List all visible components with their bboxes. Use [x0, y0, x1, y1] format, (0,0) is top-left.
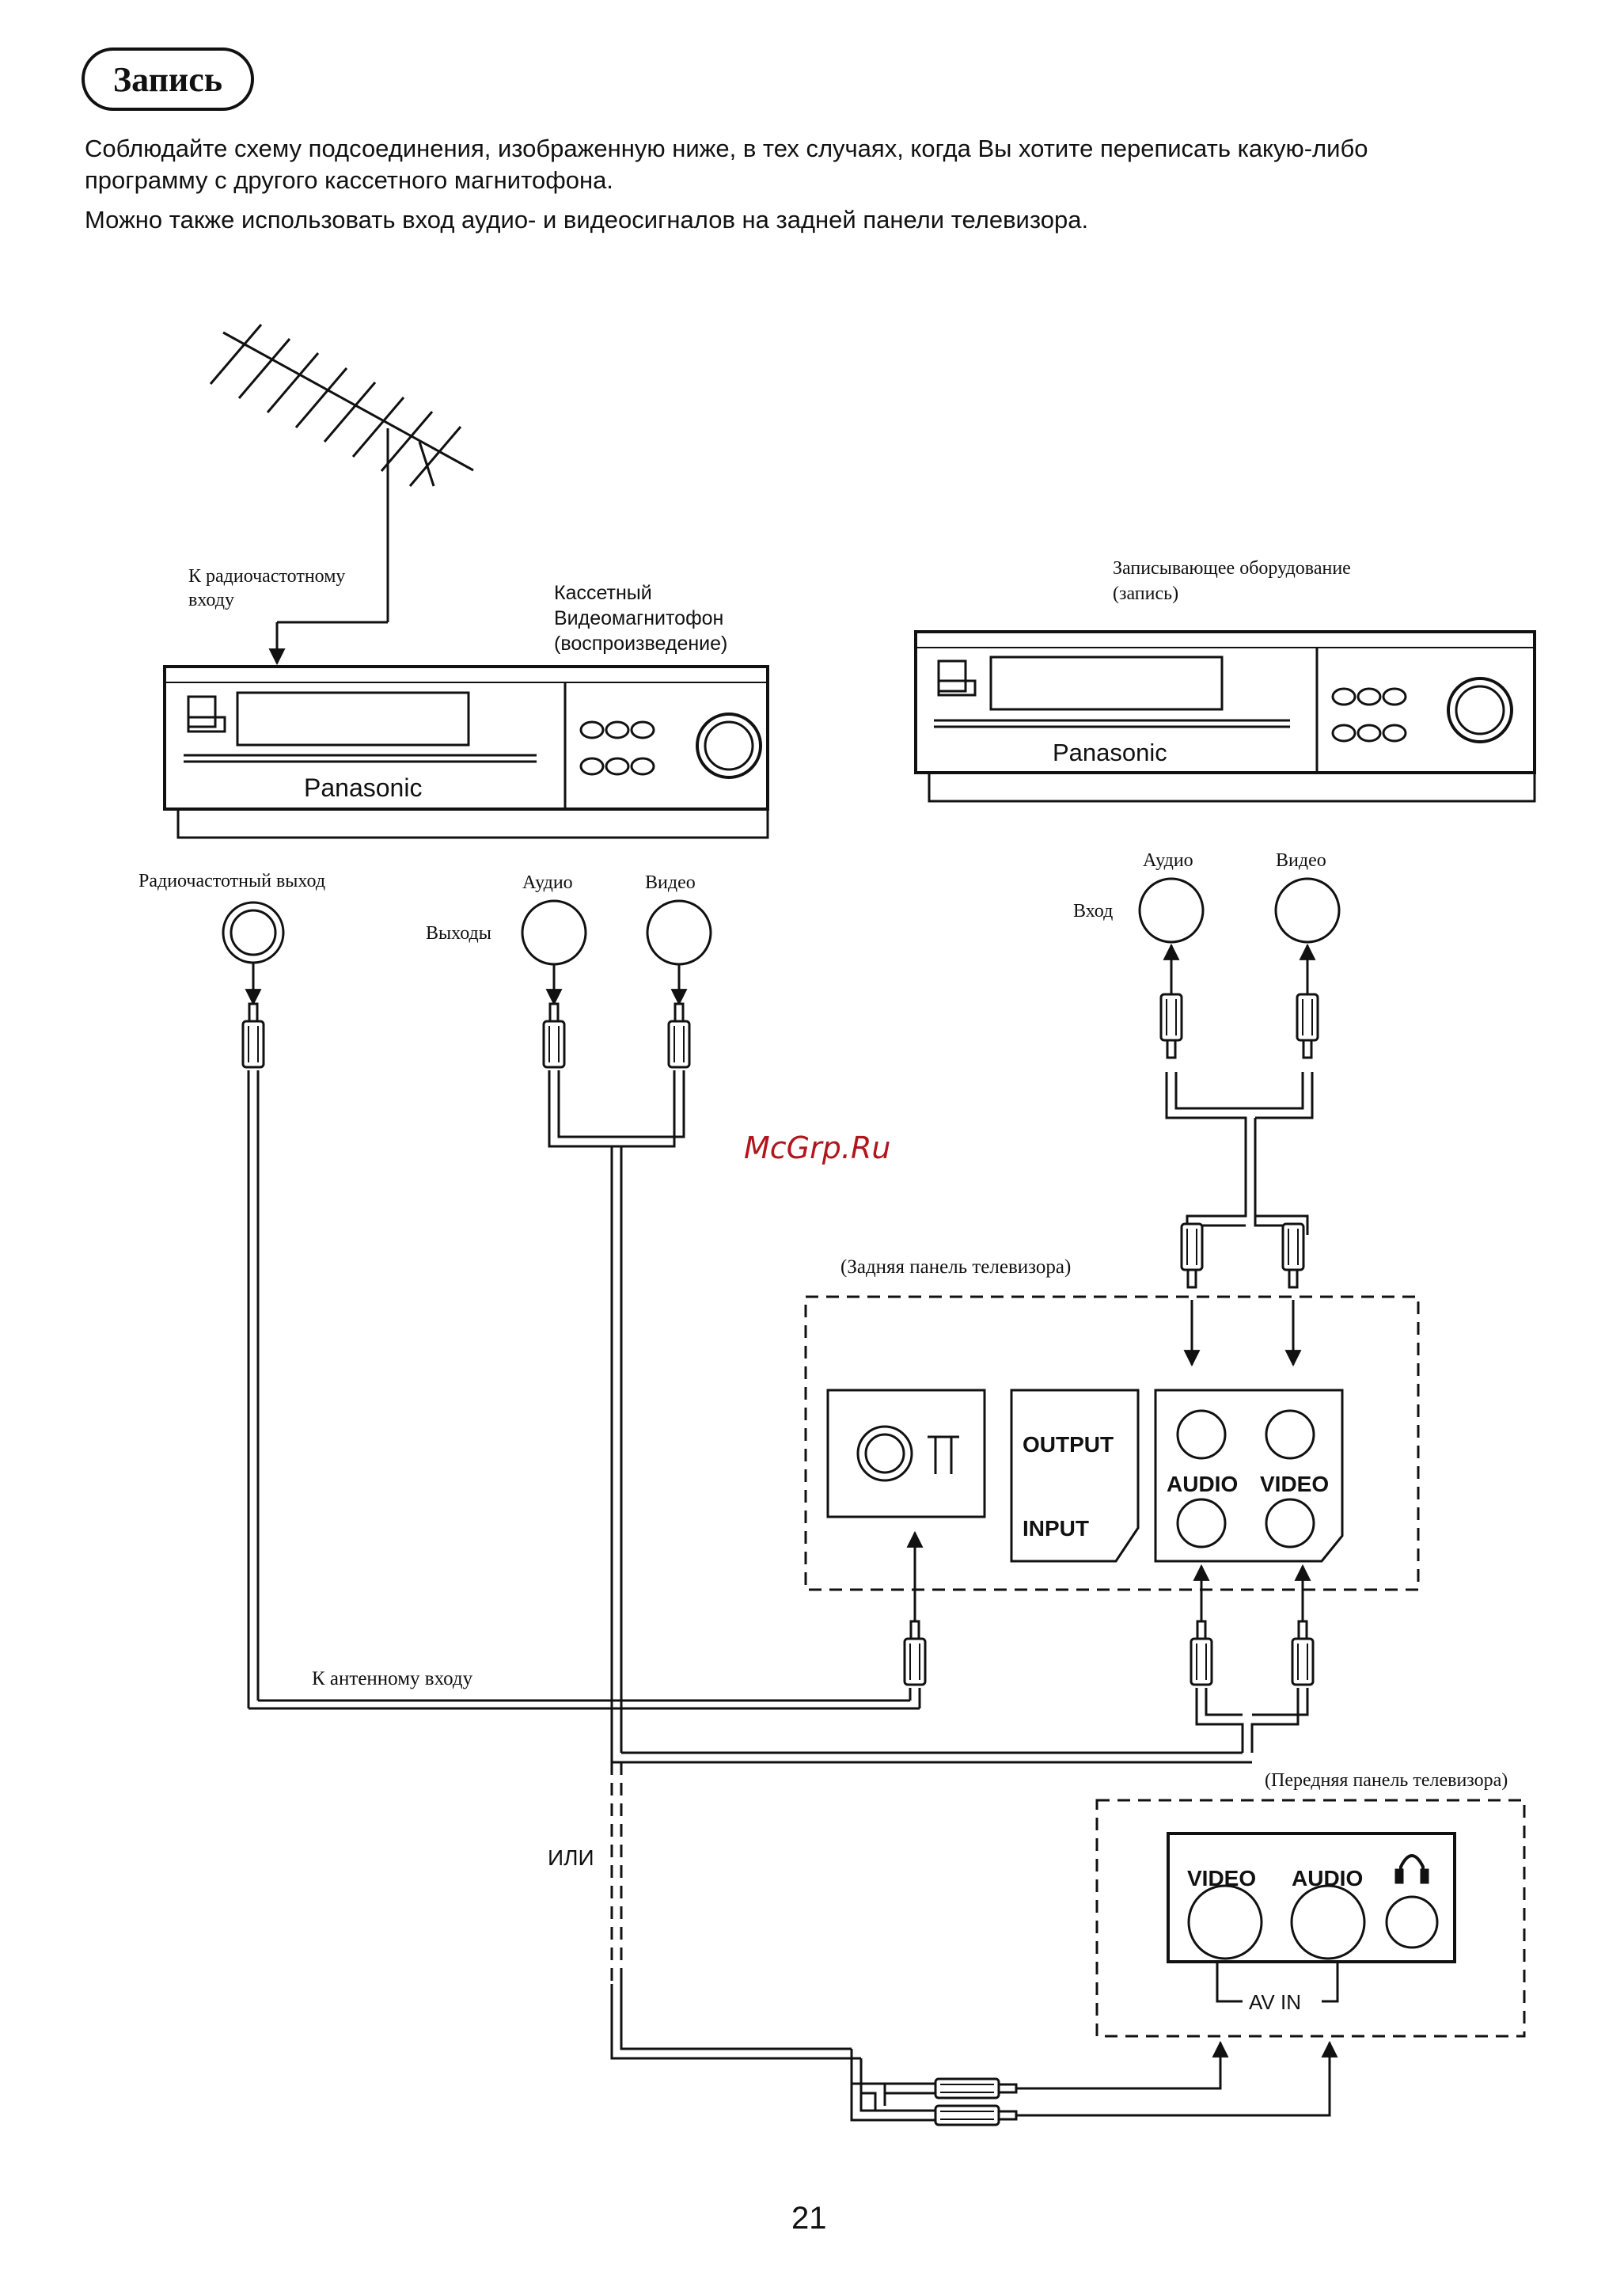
- page-title: Запись: [82, 48, 254, 111]
- label-to-rf-input-2: входу: [188, 590, 234, 610]
- label-av-in: AV IN: [1249, 1990, 1301, 2014]
- label-outputs: Выходы: [426, 923, 491, 944]
- label-rf-output: Радиочастотный выход: [138, 871, 325, 891]
- rca-plug-icon: [1190, 1620, 1213, 1686]
- label-output-en: OUTPUT: [1023, 1432, 1114, 1457]
- rca-plug-icon: [934, 2077, 1018, 2100]
- brand-logo-recorder: Panasonic: [1053, 739, 1167, 766]
- antenna-icon: [209, 324, 474, 666]
- watermark: McGrp.Ru: [744, 1130, 891, 1165]
- rca-plug-icon: [241, 1002, 265, 1069]
- rca-plug-icon: [1296, 993, 1319, 1059]
- label-audio-out: Аудио: [522, 872, 573, 893]
- label-tv-rear: (Задняя панель телевизора): [840, 1256, 1071, 1278]
- label-vcr-play-3: (воспроизведение): [554, 633, 727, 655]
- rca-plug-icon: [1291, 1620, 1315, 1686]
- rca-plug-icon: [1180, 1222, 1204, 1289]
- label-audio-rear: AUDIO: [1167, 1472, 1238, 1496]
- label-audio-front: AUDIO: [1292, 1866, 1363, 1890]
- label-video-in: Видео: [1276, 850, 1326, 871]
- label-recorder-1: Записывающее оборудование: [1113, 558, 1351, 579]
- playback-vcr: [163, 665, 769, 839]
- rca-plug-icon: [667, 1002, 691, 1069]
- rca-plug-icon: [1159, 993, 1183, 1059]
- intro-line-1: Соблюдайте схему подсоединения, изображе…: [85, 135, 1368, 162]
- label-recorder-2: (запись): [1113, 583, 1178, 604]
- label-or: ИЛИ: [548, 1845, 594, 1870]
- label-video-out: Видео: [645, 872, 696, 893]
- label-to-antenna: К антенному входу: [312, 1668, 473, 1689]
- intro-line-2: программу с другого кассетного магнитофо…: [85, 166, 613, 194]
- headphones-icon: [1394, 1854, 1429, 1884]
- brand-logo-playback: Panasonic: [304, 773, 422, 802]
- recorder-vcr: [914, 630, 1536, 803]
- rca-plug-icon: [542, 1002, 566, 1069]
- label-to-rf-input-1: К радиочастотному: [188, 566, 345, 587]
- label-video-rear: VIDEO: [1260, 1472, 1329, 1496]
- label-vcr-play-2: Видеомагнитофон: [554, 607, 723, 629]
- label-video-front: VIDEO: [1187, 1866, 1256, 1890]
- rca-plug-icon: [1281, 1222, 1305, 1289]
- label-audio-in: Аудио: [1143, 850, 1193, 871]
- tv-front-panel: [1095, 1799, 1526, 2038]
- label-input: Вход: [1073, 901, 1113, 922]
- tv-rear-panel: [804, 1295, 1420, 1591]
- label-input-en: INPUT: [1023, 1516, 1089, 1541]
- label-vcr-play-1: Кассетный: [554, 582, 652, 604]
- rca-plug-icon: [934, 2104, 1018, 2126]
- label-tv-front: (Передняя панель телевизора): [1265, 1770, 1508, 1791]
- intro-line-3: Можно также использовать вход аудио- и в…: [85, 206, 1089, 234]
- rca-plug-icon: [903, 1620, 927, 1686]
- page-number: 21: [791, 2201, 827, 2236]
